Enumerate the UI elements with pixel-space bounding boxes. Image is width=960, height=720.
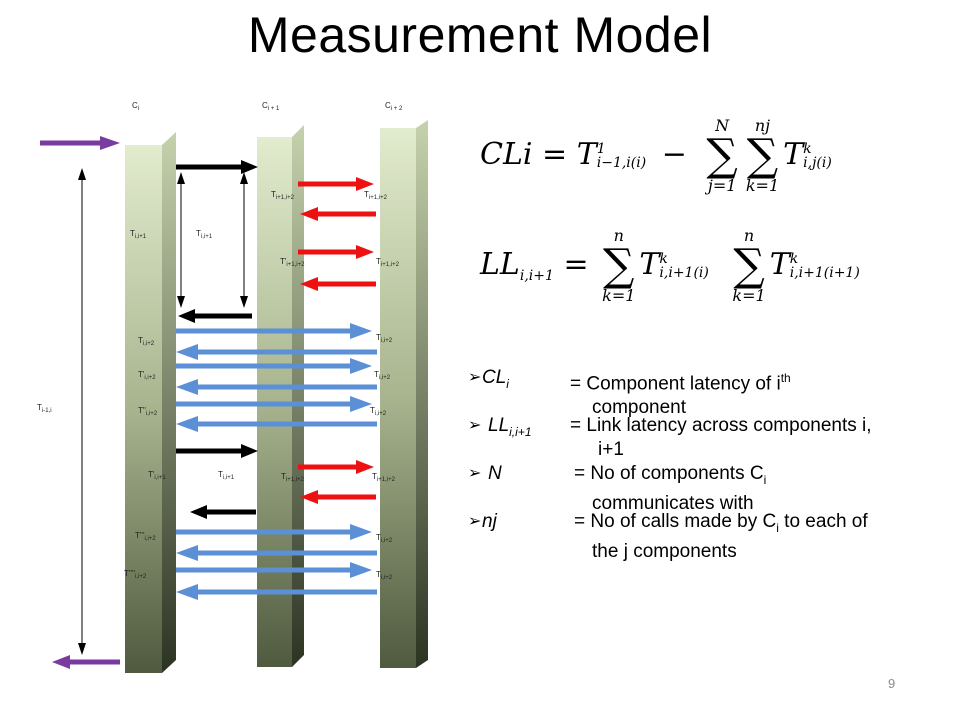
label-t-i1-i2-c: Ti+1,i+2	[281, 472, 305, 483]
column-ci	[125, 132, 176, 673]
blue-arrow-3-head	[350, 358, 372, 374]
label-t-prev: Ti-1,i	[37, 403, 52, 414]
slide-title: Measurement Model	[247, 7, 713, 63]
page-number: 9	[888, 676, 896, 691]
column-label-ci1: Ci + 1	[262, 101, 280, 112]
label-tp-i1-i2-a: T'i+1,i+2	[280, 257, 305, 268]
red-arrow-2-head	[300, 207, 318, 221]
blue-arrow-6-head	[176, 416, 198, 432]
black-arrow-2-head	[178, 309, 195, 323]
eq-cl-equals: =	[542, 137, 568, 172]
eq-cl-lhs: CLi	[480, 137, 533, 172]
red-arrow-4-head	[300, 277, 318, 291]
blue-arrow-7-head	[350, 524, 372, 540]
black-arrow-3-head	[241, 444, 258, 458]
label-t-i1-i2-b: Ti+1,i+2	[364, 190, 388, 201]
blue-arrow-9-head	[350, 562, 372, 578]
label-t-i-i2-5a: T''''i,i+2	[124, 569, 147, 580]
overall-span-bottom-head	[78, 643, 86, 655]
eq-cl-sum-j: N∑j=1	[706, 116, 738, 195]
label-t-i-i2-5b: Ti,i+2	[376, 570, 393, 581]
black-arrow-4-head	[190, 505, 207, 519]
label-t-i-i2-1a: Ti,i+2	[138, 336, 155, 347]
eq-ll-lhs: LLi,i+1	[480, 247, 554, 284]
eq-cl-sum-k: nj∑k=1	[745, 116, 780, 195]
definition-term: LLi,i+1	[488, 415, 532, 439]
blue-arrow-10-head	[176, 584, 198, 600]
black-arrow-1-head	[241, 160, 258, 174]
label-tp-i-i1-a: T'i,i+1	[148, 470, 166, 481]
overall-span-top-head	[78, 168, 86, 180]
blue-arrow-2-head	[176, 344, 198, 360]
bullet-arrow-icon: ➢	[468, 465, 482, 482]
blue-arrow-4-head	[176, 379, 198, 395]
bullet-arrow-icon: ➢	[468, 417, 482, 434]
blue-arrow-8-head	[176, 545, 198, 561]
column-label-ci2: Ci + 2	[385, 101, 403, 112]
red-arrow-6-head	[300, 490, 318, 504]
label-t-i-i2-3b: Ti,i+2	[370, 406, 387, 417]
label-t-i-i2-3a: T''i,i+2	[138, 406, 158, 417]
label-t-i-i1-b: Ti,i+1	[196, 229, 213, 240]
label-t-i-i2-4b: Ti,i+2	[376, 533, 393, 544]
label-t-i1-i2-a: Ti+1,i+2	[271, 190, 295, 201]
eq-ll-sum-2: n∑k=1	[732, 226, 766, 305]
eq-cl-minus: −	[661, 137, 687, 172]
span-arrow-right-top	[240, 172, 248, 184]
span-arrow-left-top	[177, 172, 185, 184]
eq-ll-sum-1: n∑k=1	[602, 226, 636, 305]
definition-term: CLi	[482, 367, 509, 391]
column-ci1	[257, 125, 304, 667]
purple-arrow-in-head	[100, 136, 120, 150]
definition-term: nj	[482, 511, 497, 532]
span-arrow-left-bottom	[177, 296, 185, 308]
blue-arrow-1-head	[350, 323, 372, 339]
label-t-i-i2-2b: Ti,i+2	[374, 370, 391, 381]
bullet-arrow-icon: ➢	[468, 513, 482, 530]
blue-arrow-5-head	[350, 396, 372, 412]
red-arrow-1-head	[356, 177, 374, 191]
column-label-ci: Ci	[132, 101, 139, 112]
span-arrow-right-bottom	[240, 296, 248, 308]
purple-arrow-out-head	[52, 655, 70, 669]
red-arrow-5-head	[356, 460, 374, 474]
label-t-i-i2-1b: Ti,i+2	[376, 333, 393, 344]
definition-text: = Link latency across components i,i+1	[570, 415, 872, 460]
bullet-arrow-icon: ➢	[468, 369, 482, 386]
label-tp-i1-i2-b: Ti+1,i+2	[376, 257, 400, 268]
definition-term: N	[488, 463, 502, 484]
label-t-i-i2-4a: T'''i,i+2	[135, 531, 156, 542]
label-tp-i-i1-b: Ti,i+1	[218, 470, 235, 481]
red-arrow-3-head	[356, 245, 374, 259]
definition-ll: ➢ LLi,i+1 = Link latency across componen…	[468, 414, 948, 462]
label-t-i-i2-2a: T'i,i+2	[138, 370, 156, 381]
definition-nj: ➢ nj = No of calls made by Ci to each of…	[468, 510, 948, 562]
label-t-i1-i2-d: Ti+1,i+2	[372, 472, 396, 483]
eq-ll-equals: =	[563, 247, 589, 282]
label-t-i-i1-a: Ti,i+1	[130, 229, 147, 240]
column-ci2	[380, 120, 428, 668]
